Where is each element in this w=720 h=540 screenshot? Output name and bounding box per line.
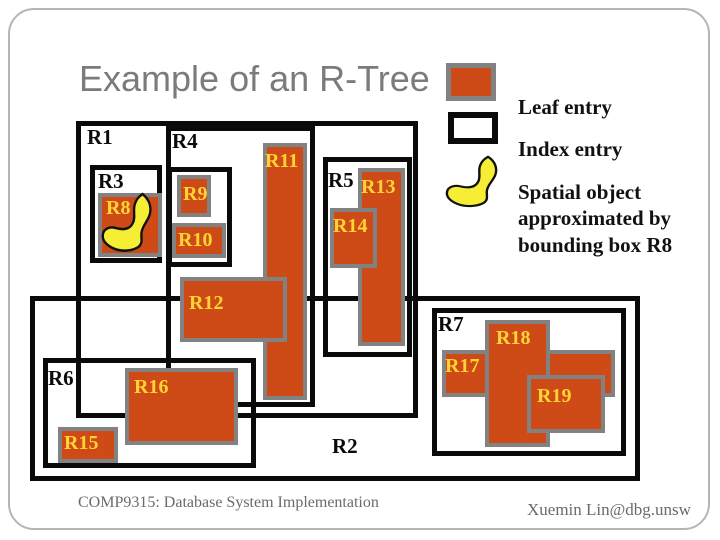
label-R6: R6	[48, 366, 74, 390]
leaf-rect-R14	[330, 208, 377, 268]
leaf-rect-R12	[180, 277, 287, 342]
index-box-R1	[76, 121, 418, 418]
leaf-rect-R11	[263, 143, 307, 400]
label-R10: R10	[178, 229, 213, 251]
label-R13: R13	[361, 176, 396, 198]
index-box-R5	[323, 157, 412, 357]
label-R8: R8	[106, 197, 131, 219]
label-R17: R17	[445, 355, 480, 377]
label-R1: R1	[87, 125, 113, 149]
legend-spatial-label-line2: approximated by	[518, 206, 672, 230]
legend-spatial-object-blob	[445, 155, 498, 208]
leaf-rect-R10	[172, 223, 226, 258]
index-box-R7	[432, 308, 626, 456]
slide-border	[8, 8, 710, 530]
legend-leaf-swatch	[446, 63, 496, 101]
label-R16: R16	[134, 376, 169, 398]
label-R2: R2	[332, 434, 358, 458]
label-R18: R18	[496, 327, 531, 349]
r8-spatial-object-blob	[101, 192, 152, 252]
label-R11: R11	[265, 150, 299, 172]
legend-spatial-label-line1: Spatial object	[518, 180, 642, 204]
label-R3: R3	[98, 169, 124, 193]
leaf-rect-R16	[125, 368, 238, 445]
leaf-rect-R19	[527, 375, 605, 433]
index-box-R2	[30, 296, 640, 481]
label-R5: R5	[328, 168, 354, 192]
index-box-R6	[43, 358, 256, 468]
label-R4: R4	[172, 129, 198, 153]
leaf-rect-R9	[177, 175, 211, 217]
legend-index-label: Index entry	[518, 137, 623, 161]
label-R14: R14	[333, 215, 368, 237]
label-R19: R19	[537, 385, 572, 407]
footer-author-text: Xuemin Lin@dbg.unsw	[527, 500, 691, 519]
label-R9: R9	[183, 183, 208, 205]
legend-leaf-label: Leaf entry	[518, 95, 612, 119]
label-R15: R15	[64, 432, 99, 454]
leaf-rect-R15	[58, 427, 118, 463]
index-box-unlabeled	[167, 167, 232, 267]
legend-index-swatch	[448, 112, 498, 144]
page-title: Example of an R-Tree	[79, 58, 430, 99]
footer-course-text: COMP9315: Database System Implementation	[78, 494, 379, 511]
label-R12: R12	[189, 292, 224, 314]
label-R7: R7	[438, 312, 464, 336]
legend-spatial-label-line3: bounding box R8	[518, 233, 673, 257]
